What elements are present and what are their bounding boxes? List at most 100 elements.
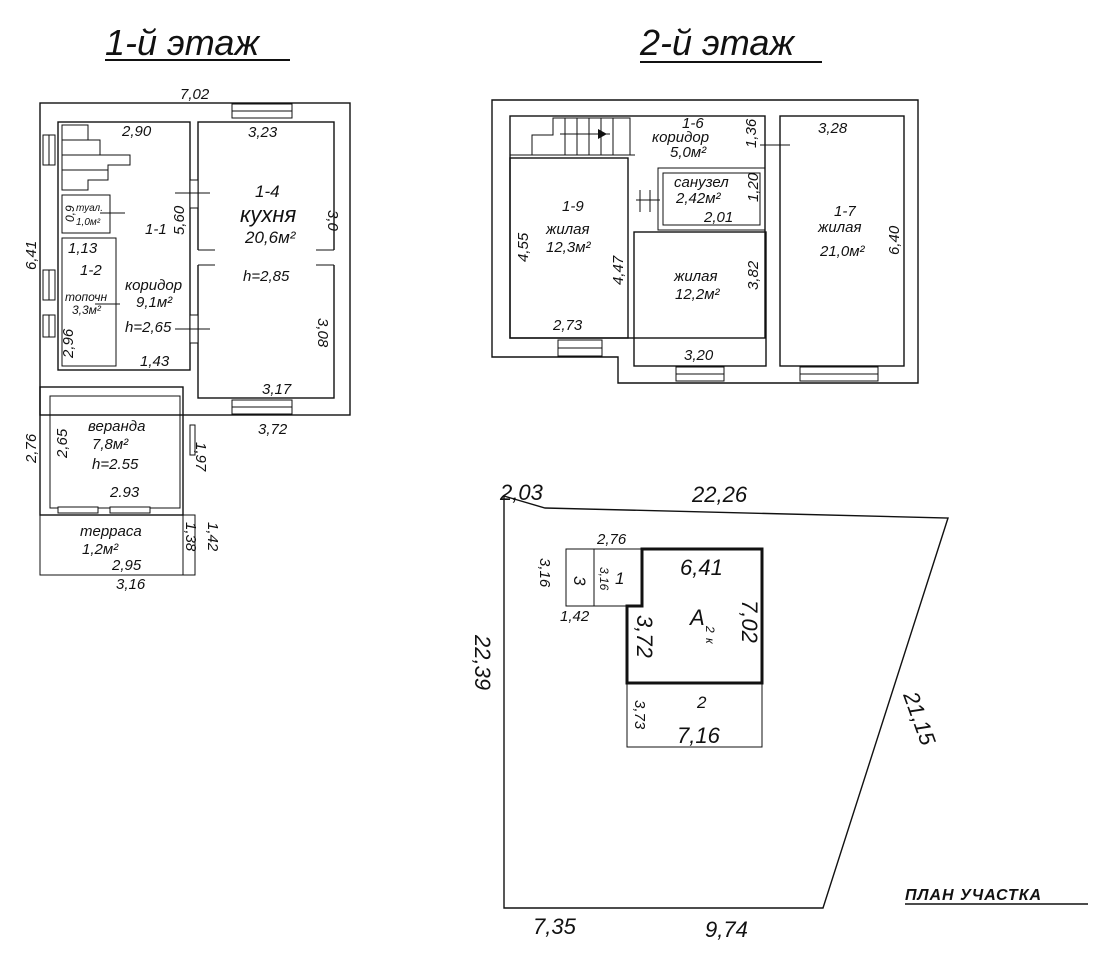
- dim-3-0: 3,0: [324, 210, 341, 232]
- annex-3: [565, 548, 595, 607]
- dim-2-90: 2,90: [121, 123, 152, 140]
- dim-2-01: 2,01: [703, 209, 733, 226]
- annex-2-label: 2: [696, 693, 707, 712]
- dim-2-93: 2.93: [109, 484, 140, 501]
- dim-total-width: 7,02: [180, 86, 210, 103]
- dim-3-08: 3,08: [314, 318, 331, 348]
- floor2-title: 2-й этаж: [639, 22, 796, 63]
- veranda-name: веранда: [88, 418, 145, 435]
- floor2-room8: [633, 231, 767, 367]
- floor1-plan: 1-й этаж: [23, 22, 351, 593]
- site-dim-3-72: 3,72: [632, 615, 657, 658]
- floor2-room7: [779, 115, 905, 367]
- dim-3-17: 3,17: [262, 381, 292, 398]
- floor2-stairs: [510, 117, 635, 156]
- dim-2-73: 2,73: [552, 317, 583, 334]
- dim-0-9: 0,9: [63, 205, 77, 222]
- site-dim-6-41: 6,41: [680, 555, 723, 580]
- corridor-area: 9,1м²: [136, 294, 173, 311]
- dim-4-55: 4,55: [515, 232, 532, 262]
- bath-area: 2,42м²: [675, 190, 721, 207]
- site-dim-top: 22,26: [691, 482, 748, 507]
- main-building-sub: к: [703, 638, 717, 645]
- dim-2-96: 2,96: [60, 328, 77, 359]
- dim-total-height: 6,41: [23, 241, 40, 270]
- dim-2-95: 2,95: [111, 557, 142, 574]
- dim-1-38: 1,38: [182, 522, 199, 552]
- furnace-id: 1-2: [80, 262, 102, 279]
- site-dim-3-16-left: 3,16: [536, 558, 553, 588]
- site-dim-bottom-right: 9,74: [705, 917, 748, 942]
- corridor-name: коридор: [125, 277, 182, 294]
- site-dim-7-16: 7,16: [677, 723, 721, 748]
- site-dim-2-76: 2,76: [596, 531, 627, 548]
- f2-corridor-id: 1-6: [682, 115, 704, 132]
- floor2-room9: [509, 157, 629, 339]
- site-dim-left: 22,39: [470, 634, 495, 690]
- annex-2: [626, 682, 763, 748]
- annex-1-label: 1: [615, 569, 624, 588]
- room9-id: 1-9: [562, 198, 584, 215]
- floor1-kitchen-walls: [197, 121, 335, 399]
- f2-corridor-area: 5,0м²: [670, 144, 707, 161]
- floor1-title: 1-й этаж: [105, 22, 261, 63]
- dim-3-72: 3,72: [258, 421, 288, 438]
- floor1-wc: [61, 194, 111, 234]
- room9-name: жилая: [545, 221, 589, 238]
- room8-area: 12,2м²: [675, 286, 720, 303]
- dim-1-20: 1,20: [745, 172, 762, 202]
- corridor-height: h=2,65: [125, 319, 172, 336]
- floor1-door-1: [189, 179, 199, 209]
- room7-name: жилая: [817, 219, 861, 236]
- annex-3-label: 3: [570, 576, 589, 586]
- corridor-id: 1-1: [145, 221, 167, 238]
- site-dim-right: 21,15: [898, 687, 941, 749]
- furnace-area: 3,3м²: [72, 303, 102, 317]
- floor2-bath: [657, 167, 766, 231]
- dim-3-20: 3,20: [684, 347, 714, 364]
- wc-area: 1,0м²: [76, 217, 101, 228]
- floor1-terrace: [39, 514, 196, 576]
- site-boundary: [503, 495, 949, 909]
- dim-5-60: 5,60: [171, 205, 188, 235]
- dim-4-47: 4,47: [610, 255, 627, 285]
- dim-1-97: 1,97: [192, 442, 209, 472]
- dim-2-76: 2,76: [23, 433, 40, 464]
- main-building-sup: 2: [703, 625, 717, 633]
- veranda-area: 7,8м²: [92, 436, 129, 453]
- floor1-furnace-room: [61, 237, 117, 367]
- dim-2-65: 2,65: [54, 428, 71, 459]
- room7-id: 1-7: [834, 203, 856, 220]
- site-dim-3-16-inner: 3,16: [597, 567, 611, 591]
- floor1-outer-wall: [39, 102, 351, 416]
- kitchen-area: 20,6м²: [244, 228, 297, 247]
- bath-name: санузел: [674, 174, 729, 191]
- dim-3-82: 3,82: [745, 260, 762, 290]
- floor1-stairs: [61, 124, 131, 191]
- terrace-name: терраса: [80, 523, 142, 540]
- floor1-corridor-block: [57, 121, 191, 371]
- site-dim-7-02: 7,02: [737, 600, 762, 643]
- main-building-label: А: [688, 605, 705, 630]
- dim-1-36: 1,36: [743, 118, 760, 148]
- site-dim-bottom-left: 7,35: [533, 914, 577, 939]
- site-dim-3-73: 3,73: [631, 700, 648, 730]
- dim-3-16: 3,16: [116, 576, 146, 593]
- room7-area: 21,0м²: [819, 243, 865, 260]
- dim-3-28: 3,28: [818, 120, 848, 137]
- site-plan-title: ПЛАН УЧАСТКА: [905, 887, 1042, 904]
- dim-1-42: 1,42: [204, 522, 221, 552]
- dim-3-23: 3,23: [248, 124, 278, 141]
- dim-6-40: 6,40: [886, 225, 903, 255]
- site-dim-top-left: 2,03: [499, 480, 544, 505]
- room8-name: жилая: [673, 268, 717, 285]
- dim-1-43: 1,43: [140, 353, 170, 370]
- dim-1-13: 1,13: [68, 240, 98, 257]
- site-plan: 2,03 22,26 22,39 21,15 7,35 9,74 6,41 7,…: [470, 480, 1088, 942]
- furnace-name: топочн: [65, 290, 107, 304]
- floor2-plan: 2-й этаж 1,36 3,28 1,20 2,01 4,55: [491, 22, 919, 384]
- wc-name: туал.: [76, 203, 103, 214]
- terrace-area: 1,2м²: [82, 541, 119, 558]
